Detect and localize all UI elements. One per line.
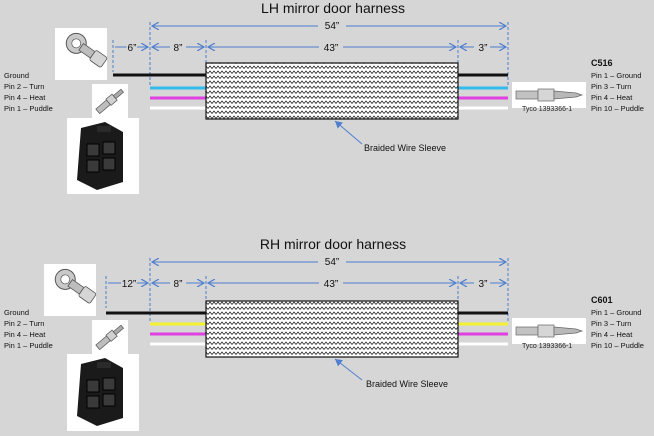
tyco-terminal-icon [512,318,586,344]
connector-id: C601 [591,295,613,305]
connector-housing-icon [67,118,139,194]
terminal-part-label: Tyco 1393366-1 [522,106,572,113]
left-pin-label: Pin 4 – Heat [4,330,46,339]
right-pin-label: Pin 4 – Heat [591,93,633,102]
dimension-total-label: 54” [325,257,339,268]
right-pin-label: Pin 1 – Ground [591,308,641,317]
sleeve-callout-label: Braided Wire Sleeve [364,143,446,153]
left-pin-label: Pin 1 – Puddle [4,104,53,113]
right-pin-labels: Pin 1 – Ground Pin 3 – Turn Pin 4 – Heat… [591,71,644,113]
terminal-part-label: Tyco 1393366-1 [522,343,572,350]
right-pin-label: Pin 3 – Turn [591,82,631,91]
right-pin-label: Pin 3 – Turn [591,319,631,328]
left-pin-label: Pin 2 – Turn [4,82,44,91]
braided-sleeve [205,62,459,120]
dimension-segment-right-label: 3” [479,279,488,290]
dimension-guides [105,258,509,321]
braided-sleeve [205,300,459,358]
dimension-total-label: 54” [325,21,339,32]
ring-terminal-icon [44,264,97,316]
dimension-segment-middle-label: 43” [324,43,338,54]
dimension-left-lead-label: 6” [128,43,137,54]
dimension-segment-left-label: 8” [174,279,183,290]
harness-lh: LH mirror door harness 54” 6” 8” 43” [4,0,644,194]
connector-housing-icon [67,354,139,431]
dimension-segment-middle-label: 43” [324,279,338,290]
connector-id: C516 [591,58,613,68]
harness-title: LH mirror door harness [261,0,405,16]
harness-title: RH mirror door harness [260,236,406,252]
harness-rh: RH mirror door harness 54” 12” 8” 43” 3” [4,236,644,431]
sleeve-callout-arrow [334,120,363,145]
right-pin-label: Pin 4 – Heat [591,330,633,339]
dimension-left-lead-label: 12” [122,279,136,290]
ring-terminal-icon [55,28,108,80]
pin-terminal-icon [92,84,128,118]
pin-terminal-icon [92,320,128,354]
left-pin-label: Pin 4 – Heat [4,93,46,102]
tyco-terminal-icon [512,82,586,108]
left-pin-label: Ground [4,71,29,80]
left-pin-label: Pin 1 – Puddle [4,341,53,350]
right-pin-label: Pin 10 – Puddle [591,104,644,113]
right-pin-label: Pin 10 – Puddle [591,341,644,350]
left-pin-labels: Ground Pin 2 – Turn Pin 4 – Heat Pin 1 –… [4,71,53,113]
sleeve-callout-label: Braided Wire Sleeve [366,379,448,389]
right-pin-labels: Pin 1 – Ground Pin 3 – Turn Pin 4 – Heat… [591,308,644,350]
left-pin-label: Pin 2 – Turn [4,319,44,328]
right-pin-label: Pin 1 – Ground [591,71,641,80]
sleeve-callout-arrow [334,358,363,381]
dimension-segment-right-label: 3” [479,43,488,54]
dimension-segment-left-label: 8” [174,43,183,54]
left-pin-labels: Ground Pin 2 – Turn Pin 4 – Heat Pin 1 –… [4,308,53,350]
left-pin-label: Ground [4,308,29,317]
